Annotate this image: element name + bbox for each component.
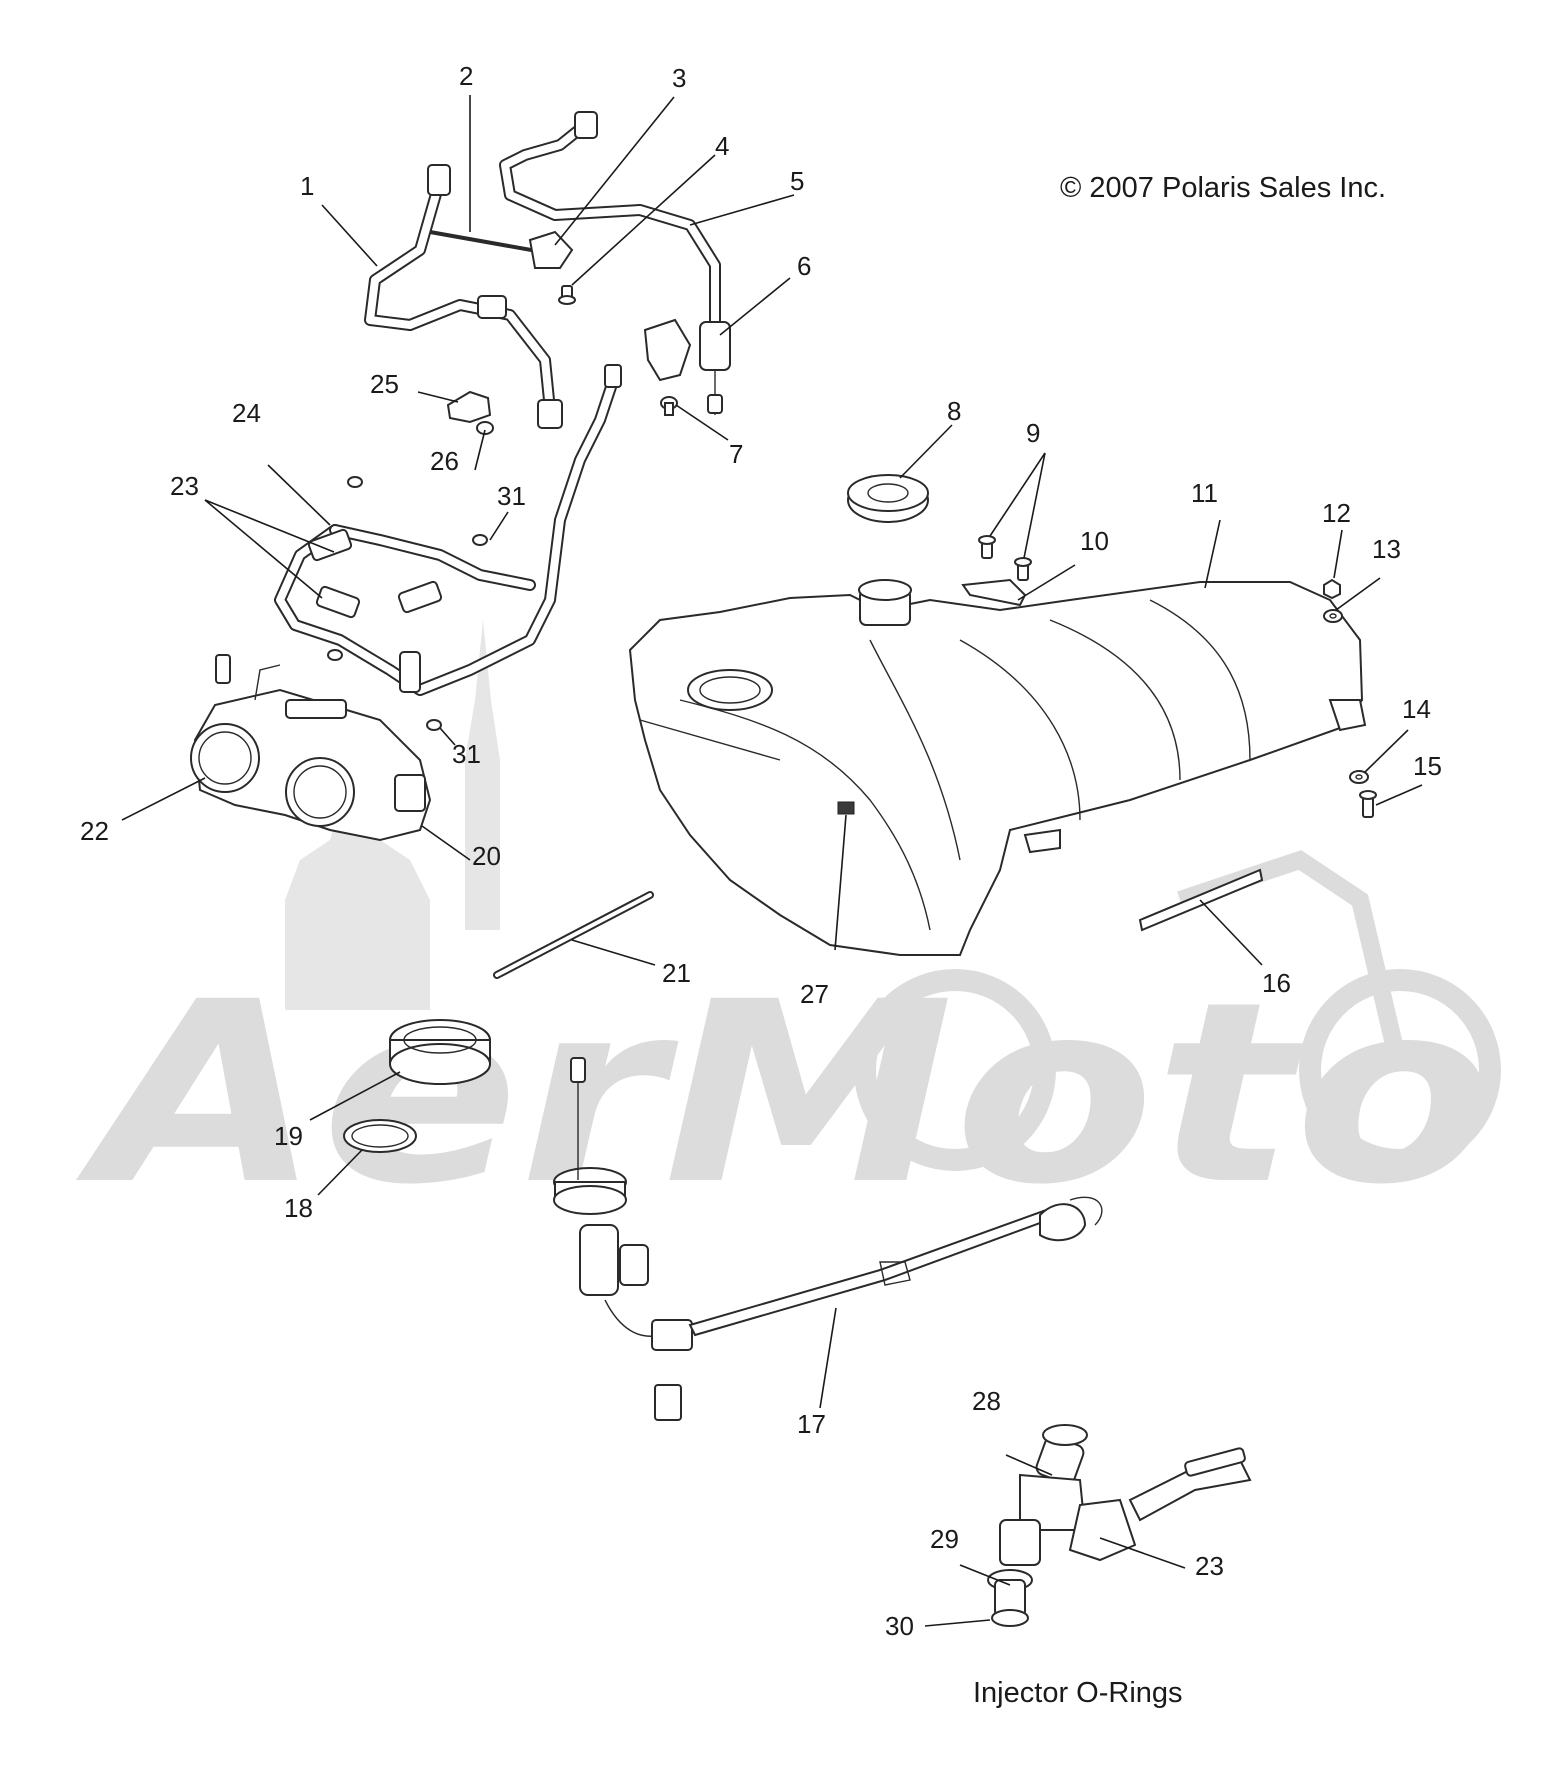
callout-23: 23 [170, 471, 199, 501]
part-24-fuel-rail [274, 364, 622, 731]
callout-28: 28 [972, 1386, 1001, 1416]
callout-11: 11 [1191, 478, 1218, 508]
copyright-text: © 2007 Polaris Sales Inc. [1060, 172, 1386, 204]
injector-caption: Injector O-Rings [973, 1677, 1183, 1709]
callout-10: 10 [1080, 526, 1109, 556]
part-14-washer [1349, 770, 1369, 784]
callout-31: 31 [497, 481, 526, 511]
callout-8: 8 [947, 396, 961, 426]
part-6-filter-bracket [643, 318, 731, 415]
callout-12: 12 [1322, 498, 1351, 528]
callout-18: 18 [284, 1193, 313, 1223]
callout-25: 25 [370, 369, 399, 399]
part-4-screw [558, 285, 576, 305]
part-9-screws [978, 535, 1032, 581]
part-13-washer [1323, 609, 1343, 623]
part-27-pickup [837, 801, 855, 815]
callout-16: 16 [1262, 968, 1291, 998]
part-8-fuel-cap [847, 474, 929, 523]
callout-20: 20 [472, 841, 501, 871]
part-3-clip [528, 230, 574, 269]
callout-15: 15 [1413, 751, 1442, 781]
callout-31-lower: 31 [452, 739, 481, 769]
part-26-screw [476, 421, 494, 435]
callout-1: 1 [300, 171, 314, 201]
part-10-bracket [961, 578, 1027, 607]
part-15-bolt [1359, 790, 1377, 818]
callout-9: 9 [1026, 418, 1040, 448]
callout-29: 29 [930, 1524, 959, 1554]
callout-27: 27 [800, 979, 829, 1009]
callout-22: 22 [80, 816, 109, 846]
callout-5: 5 [790, 166, 804, 196]
part-11-fuel-tank [628, 579, 1367, 956]
part-7-screw [660, 396, 678, 416]
part-1-fuel-hose [364, 164, 563, 429]
part-18-seal [343, 1119, 417, 1153]
leader-lines [121, 95, 1423, 1627]
part-19-lock-ring [389, 1019, 491, 1085]
callout-23-detail: 23 [1195, 1551, 1224, 1581]
part-17-fuel-pump [553, 1057, 1103, 1421]
watermark: AerMoto [75, 620, 1501, 1239]
callout-13: 13 [1372, 534, 1401, 564]
callout-26: 26 [430, 446, 459, 476]
callout-19: 19 [274, 1121, 303, 1151]
part-25-clamp [446, 390, 492, 424]
part-12-nut [1323, 578, 1341, 600]
callout-6: 6 [797, 251, 811, 281]
part-21-rod [493, 891, 654, 979]
callouts: 1 2 3 4 5 6 7 8 9 10 11 12 13 14 15 16 1… [80, 61, 1442, 1641]
callout-2: 2 [459, 61, 473, 91]
callout-3: 3 [672, 63, 686, 93]
callout-17: 17 [797, 1409, 826, 1439]
part-5-vent-hose [499, 111, 721, 331]
callout-30: 30 [885, 1611, 914, 1641]
part-20-22-throttle-body [190, 654, 432, 842]
injector-detail [987, 1424, 1252, 1627]
callout-7: 7 [729, 439, 743, 469]
callout-14: 14 [1402, 694, 1431, 724]
callout-21: 21 [662, 958, 691, 988]
callout-4: 4 [715, 131, 729, 161]
callout-24: 24 [232, 398, 261, 428]
